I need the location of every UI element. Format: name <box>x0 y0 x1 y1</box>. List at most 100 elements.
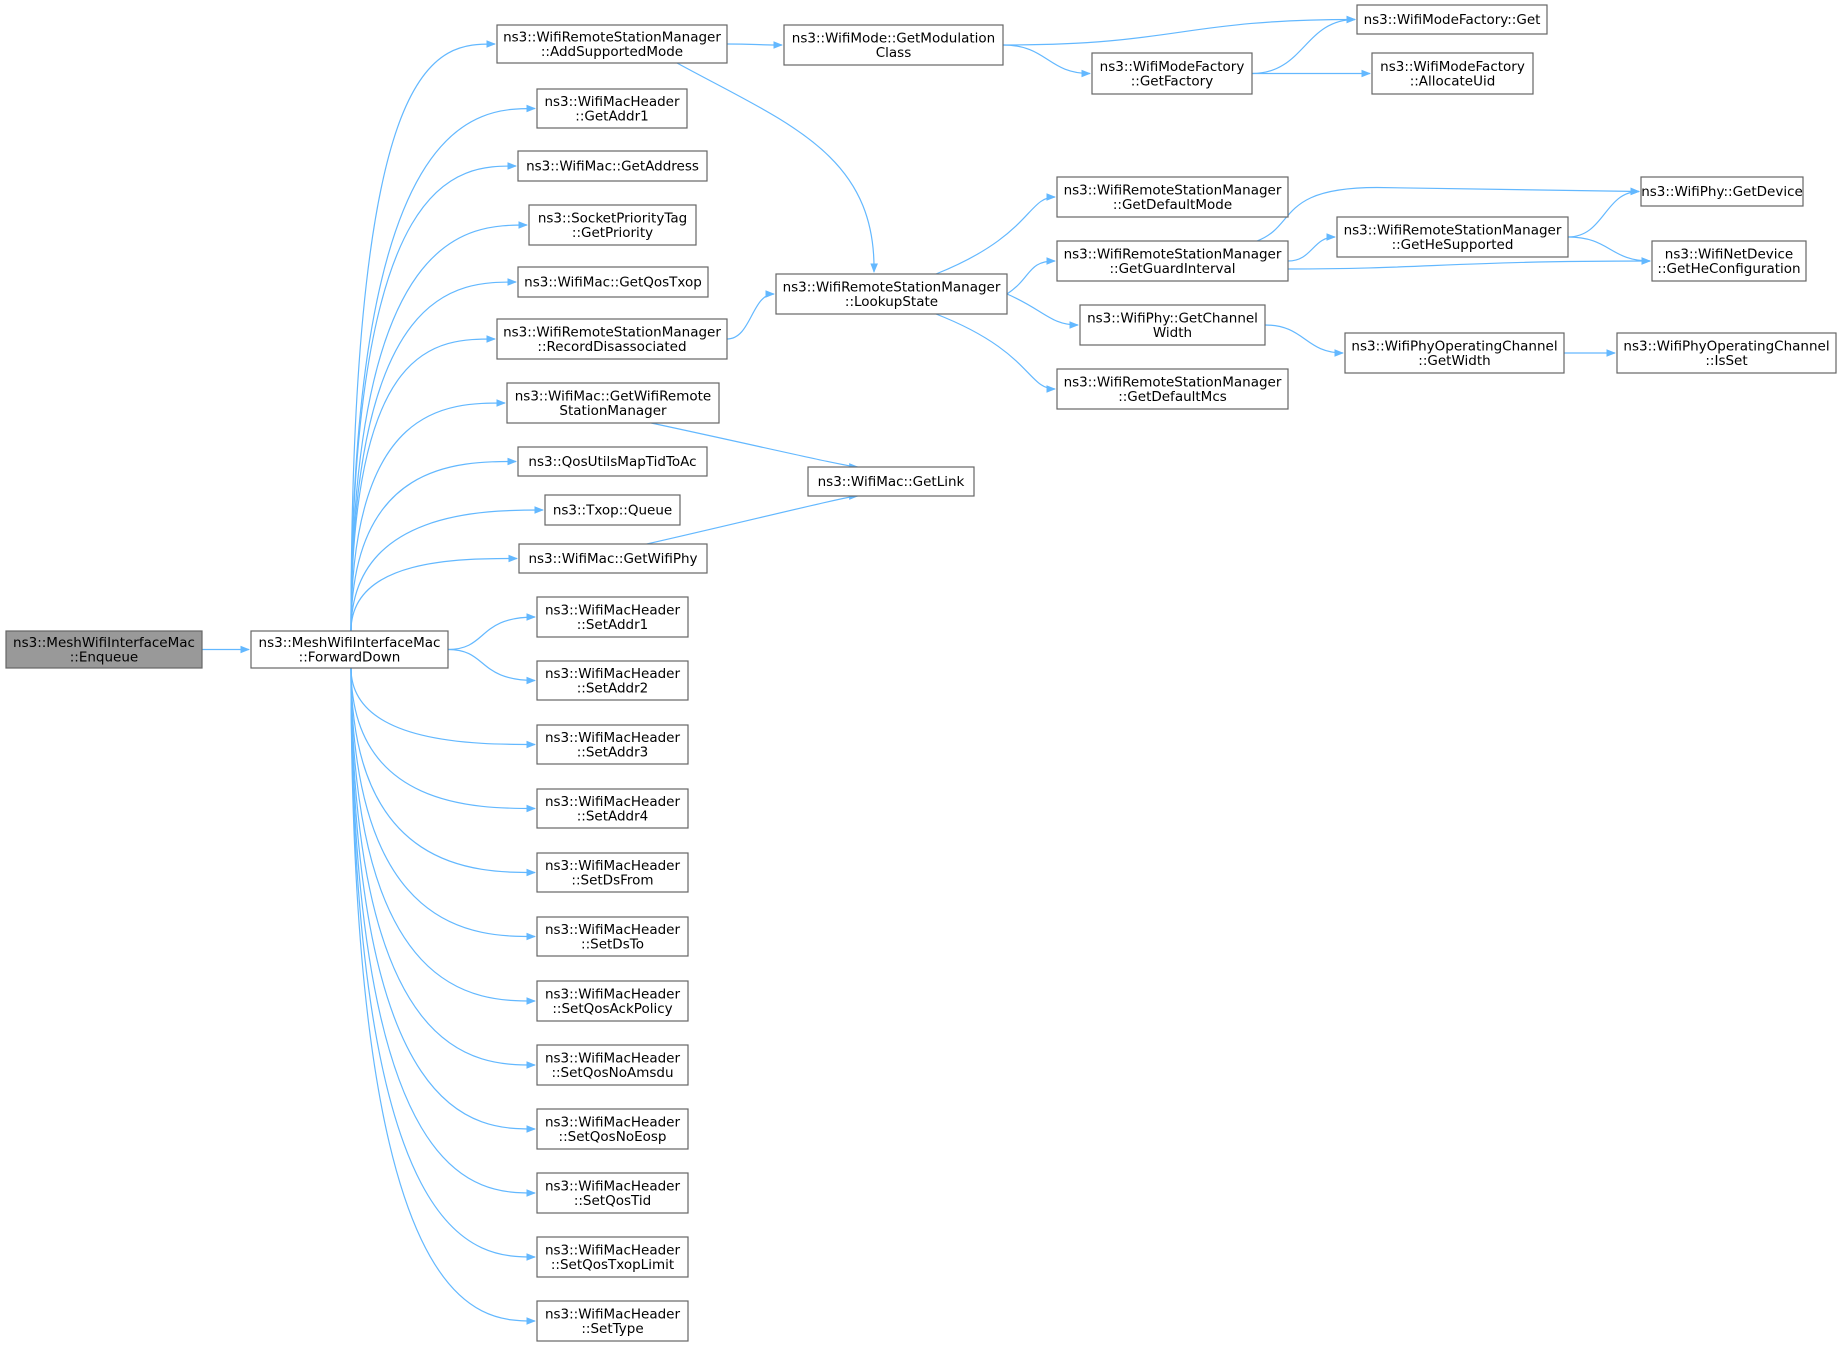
edge-getguardinterval-to-gethesupported <box>1287 233 1336 262</box>
node-setaddr4[interactable]: ns3::WifiMacHeader::SetAddr4 <box>536 788 689 829</box>
edge-forwarddown-to-recorddisassociated <box>350 335 496 632</box>
node-txopqueue[interactable]: ns3::Txop::Queue <box>544 494 681 526</box>
node-getwifiphy[interactable]: ns3::WifiMac::GetWifiPhy <box>518 543 708 574</box>
edge-forwarddown-to-setaddr1 <box>447 613 536 651</box>
node-label: ::GetGuardInterval <box>1109 261 1235 277</box>
node-label: ns3::WifiMacHeader <box>545 794 681 810</box>
node-box <box>807 466 975 497</box>
node-box <box>496 24 728 64</box>
node-box <box>1651 240 1807 282</box>
edge-forwarddown-to-setaddr3 <box>350 667 536 749</box>
edge-line <box>350 667 536 1069</box>
node-getpriority[interactable]: ns3::SocketPriorityTag::GetPriority <box>528 204 697 246</box>
edge-forwarddown-to-addsupportedmode <box>350 40 496 632</box>
node-enqueue[interactable]: ns3::MeshWifiInterfaceMac::Enqueue <box>5 630 203 669</box>
node-gethecfg[interactable]: ns3::WifiNetDevice::GetHeConfiguration <box>1651 240 1807 282</box>
node-qosutilsmaptidtoac[interactable]: ns3::QosUtilsMapTidToAc <box>517 446 708 477</box>
edge-line <box>1006 293 1079 329</box>
node-forwarddown[interactable]: ns3::MeshWifiInterfaceMac::ForwardDown <box>250 630 449 669</box>
node-getaddress[interactable]: ns3::WifiMac::GetAddress <box>517 150 708 182</box>
node-box <box>536 1236 689 1278</box>
node-label: ::SetAddr2 <box>577 680 649 696</box>
edge-line <box>350 335 496 632</box>
node-box <box>517 446 708 477</box>
edge-line <box>350 506 544 632</box>
edge-forwarddown-to-setdsfrom <box>350 667 536 877</box>
node-label: ns3::WifiNetDevice <box>1665 246 1793 262</box>
node-label: ::SetDsFrom <box>571 872 653 888</box>
node-setdsfrom[interactable]: ns3::WifiMacHeader::SetDsFrom <box>536 852 689 893</box>
nodes-layer: ns3::MeshWifiInterfaceMac::Enqueue ns3::M… <box>5 4 1837 1342</box>
node-box <box>1056 368 1289 410</box>
node-lookupstate[interactable]: ns3::WifiRemoteStationManager::LookupSta… <box>775 273 1008 315</box>
node-label: ns3::WifiMacHeader <box>545 922 681 938</box>
node-label: ns3::WifiPhy::GetChannel <box>1087 310 1258 326</box>
node-label: ns3::WifiPhyOperatingChannel <box>1623 338 1829 354</box>
edge-line <box>350 40 496 632</box>
node-setaddr3[interactable]: ns3::WifiMacHeader::SetAddr3 <box>536 724 689 765</box>
node-setaddr2[interactable]: ns3::WifiMacHeader::SetAddr2 <box>536 660 689 701</box>
node-allocateuid[interactable]: ns3::WifiModeFactory::AllocateUid <box>1371 52 1534 95</box>
node-setdsto[interactable]: ns3::WifiMacHeader::SetDsTo <box>536 916 689 957</box>
edge-line <box>1287 233 1336 262</box>
edges-layer <box>202 15 1651 1325</box>
edge-getfactory-to-modefactoryget <box>1251 15 1356 75</box>
node-box <box>1616 332 1837 374</box>
node-setaddr1[interactable]: ns3::WifiMacHeader::SetAddr1 <box>536 596 689 638</box>
node-getwifiremotestationmanager[interactable]: ns3::WifiMac::GetWifiRemoteStationManage… <box>506 382 720 424</box>
edge-line <box>1002 15 1356 46</box>
node-getdefaultmode[interactable]: ns3::WifiRemoteStationManager::GetDefaul… <box>1056 176 1289 218</box>
node-getlink[interactable]: ns3::WifiMac::GetLink <box>807 466 975 497</box>
node-setqostid[interactable]: ns3::WifiMacHeader::SetQosTid <box>536 1172 689 1214</box>
node-getguardinterval[interactable]: ns3::WifiRemoteStationManager::GetGuardI… <box>1056 240 1289 282</box>
node-gethesupported[interactable]: ns3::WifiRemoteStationManager::GetHeSupp… <box>1336 216 1569 258</box>
node-box <box>1056 240 1289 282</box>
node-box <box>544 494 681 526</box>
node-label: ::LookupState <box>845 294 938 310</box>
node-label: ns3::WifiMacHeader <box>545 1242 681 1258</box>
edge-getchannelwidth-to-opchgetwidth <box>1264 324 1344 357</box>
edge-line <box>350 667 536 1133</box>
node-label: ns3::WifiRemoteStationManager <box>1064 374 1282 390</box>
edge-forwarddown-to-setqostxoplimit <box>350 667 536 1261</box>
node-setqosnoamsdu[interactable]: ns3::WifiMacHeader::SetQosNoAmsdu <box>536 1044 689 1086</box>
node-isset[interactable]: ns3::WifiPhyOperatingChannel::IsSet <box>1616 332 1837 374</box>
node-label: ::AllocateUid <box>1410 73 1496 89</box>
node-box <box>536 1108 689 1150</box>
node-label: ns3::WifiPhyOperatingChannel <box>1351 338 1557 354</box>
node-modefactoryget[interactable]: ns3::WifiModeFactory::Get <box>1356 4 1548 35</box>
node-box <box>536 1300 689 1342</box>
edge-forwarddown-to-setqosackpolicy <box>350 667 536 1005</box>
node-box <box>517 150 708 182</box>
edge-line <box>350 667 536 1197</box>
node-label: ns3::WifiRemoteStationManager <box>1064 182 1282 198</box>
edge-getwifiremotestationmanager-to-getlink <box>651 422 859 471</box>
node-addsupportedmode[interactable]: ns3::WifiRemoteStationManager::AddSuppor… <box>496 24 728 64</box>
edge-forwarddown-to-setaddr2 <box>447 648 536 685</box>
node-label: ns3::WifiMac::GetWifiRemote <box>515 388 711 404</box>
node-label: ::SetDsTo <box>581 936 644 952</box>
edge-line <box>350 221 528 632</box>
edge-forwarddown-to-getaddress <box>350 162 517 632</box>
node-getdevice[interactable]: ns3::WifiPhy::GetDevice <box>1640 176 1804 207</box>
edge-line <box>935 313 1056 393</box>
node-setqosackpolicy[interactable]: ns3::WifiMacHeader::SetQosAckPolicy <box>536 980 689 1022</box>
node-getaddr1[interactable]: ns3::WifiMacHeader::GetAddr1 <box>536 88 688 129</box>
node-getqostxop[interactable]: ns3::WifiMac::GetQosTxop <box>517 266 709 298</box>
node-setqosnoeosp[interactable]: ns3::WifiMacHeader::SetQosNoEosp <box>536 1108 689 1150</box>
node-label: ::GetHeConfiguration <box>1657 261 1800 277</box>
node-box <box>536 1044 689 1086</box>
node-recorddisassociated[interactable]: ns3::WifiRemoteStationManager::RecordDis… <box>496 318 728 360</box>
node-opchgetwidth[interactable]: ns3::WifiPhyOperatingChannel::GetWidth <box>1344 332 1565 374</box>
node-box <box>1056 176 1289 218</box>
edge-line <box>1256 186 1640 242</box>
node-settype[interactable]: ns3::WifiMacHeader::SetType <box>536 1300 689 1342</box>
node-setqostxoplimit[interactable]: ns3::WifiMacHeader::SetQosTxopLimit <box>536 1236 689 1278</box>
node-getdefaultmcs[interactable]: ns3::WifiRemoteStationManager::GetDefaul… <box>1056 368 1289 410</box>
node-label: ::GetHeSupported <box>1392 237 1514 253</box>
node-label: ::Enqueue <box>70 649 138 665</box>
edge-line <box>935 193 1056 275</box>
node-getfactory[interactable]: ns3::WifiModeFactory::GetFactory <box>1091 52 1253 95</box>
